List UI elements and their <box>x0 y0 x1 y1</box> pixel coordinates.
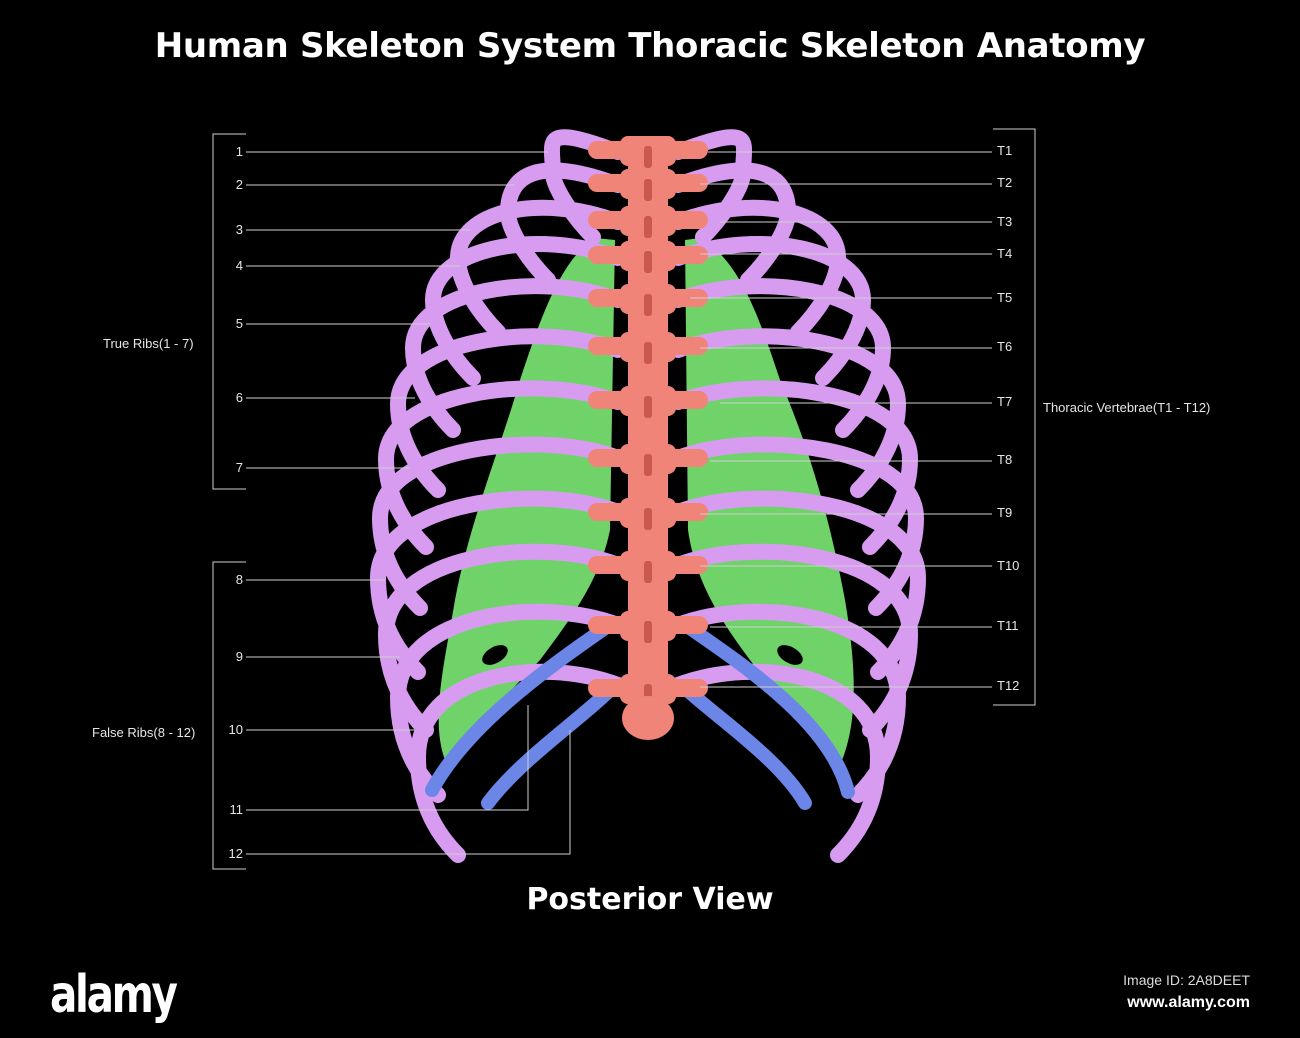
vertebra-base <box>622 696 674 740</box>
rib-3-right <box>670 199 847 340</box>
vertebra-t7-spinous-process <box>644 396 652 418</box>
vertebra-t1-spinous-process <box>644 146 652 168</box>
true-ribs-bracket <box>212 133 246 490</box>
vertebra-label-t11: T11 <box>997 618 1019 633</box>
vertebra-label-t3: T3 <box>997 214 1013 229</box>
rib-label-11: 11 <box>229 802 244 817</box>
cartilage-gap-right <box>777 645 803 665</box>
vertebra-t11-spinous-process <box>644 621 652 643</box>
rib-12-leader-line <box>246 730 571 855</box>
vertebra-label-t5: T5 <box>997 290 1013 305</box>
vertebra-label-t6: T6 <box>997 339 1013 354</box>
floating-rib-1 <box>425 621 612 797</box>
vertebra-t3-spinous-process <box>644 216 652 238</box>
floating-rib-2 <box>481 681 619 810</box>
image-id-text: Image ID: 2A8DEET <box>1123 972 1250 988</box>
vertebra-t4-spinous-process <box>644 251 652 273</box>
rib-label-5: 5 <box>235 316 243 331</box>
floating-rib-4 <box>678 681 812 810</box>
floating-rib-3 <box>683 621 855 799</box>
vertebra-label-t2: T2 <box>997 175 1013 190</box>
vertebra-label-t8: T8 <box>997 452 1013 467</box>
rib-8-right <box>670 436 925 616</box>
vertebra-label-t9: T9 <box>997 505 1013 520</box>
vertebra-label-t10: T10 <box>997 558 1020 573</box>
rib-label-1: 1 <box>235 144 243 159</box>
vertebra-t8-spinous-process <box>644 454 652 476</box>
vertebra-t9-spinous-process <box>644 508 652 530</box>
rib-7-left <box>377 380 626 555</box>
rib-label-7: 7 <box>235 460 243 475</box>
rib-label-8: 8 <box>235 572 243 587</box>
thoracic-vertebrae-group-label: Thoracic Vertebrae(T1 - T12) <box>1043 400 1211 415</box>
page-title: Human Skeleton System Thoracic Skeleton … <box>154 26 1146 66</box>
rib-label-3: 3 <box>235 222 243 237</box>
false-ribs-bracket <box>212 561 246 870</box>
rib-label-6: 6 <box>235 390 243 405</box>
rib-label-9: 9 <box>235 649 243 664</box>
thoracic-spine <box>588 136 708 740</box>
false-ribs-group-label: False Ribs(8 - 12) <box>92 725 196 740</box>
true-ribs-group-label: True Ribs(1 - 7) <box>103 336 194 351</box>
rib-label-12: 12 <box>228 846 243 861</box>
vertebra-t2-spinous-process <box>644 179 652 201</box>
rib-8-left <box>371 436 626 616</box>
rib-9-right <box>670 490 927 680</box>
rib-3-left <box>449 199 626 340</box>
rib-label-4: 4 <box>235 258 243 273</box>
vertebra-label-t1: T1 <box>997 143 1013 158</box>
vertebra-label-t12: T12 <box>997 678 1020 693</box>
vertebra-label-t7: T7 <box>997 394 1013 409</box>
rib-label-10: 10 <box>228 722 243 737</box>
rib-9-left <box>369 490 626 680</box>
rib-11-leader-line <box>246 705 529 811</box>
site-url-link[interactable]: www.alamy.com <box>1127 994 1250 1011</box>
ribs <box>369 129 927 863</box>
view-title: Posterior View <box>526 882 774 917</box>
vertebra-label-t4: T4 <box>997 246 1013 261</box>
vertebra-t5-spinous-process <box>644 294 652 316</box>
rib-label-2: 2 <box>235 177 243 192</box>
brand-logo: alamy <box>50 965 178 1025</box>
thoracic-vertebrae-bracket <box>993 128 1036 706</box>
rib-7-right <box>670 380 919 555</box>
leader-lines <box>212 128 1036 870</box>
vertebra-t10-spinous-process <box>644 561 652 583</box>
cartilage-gap-left <box>482 645 508 665</box>
vertebra-t6-spinous-process <box>644 342 652 364</box>
